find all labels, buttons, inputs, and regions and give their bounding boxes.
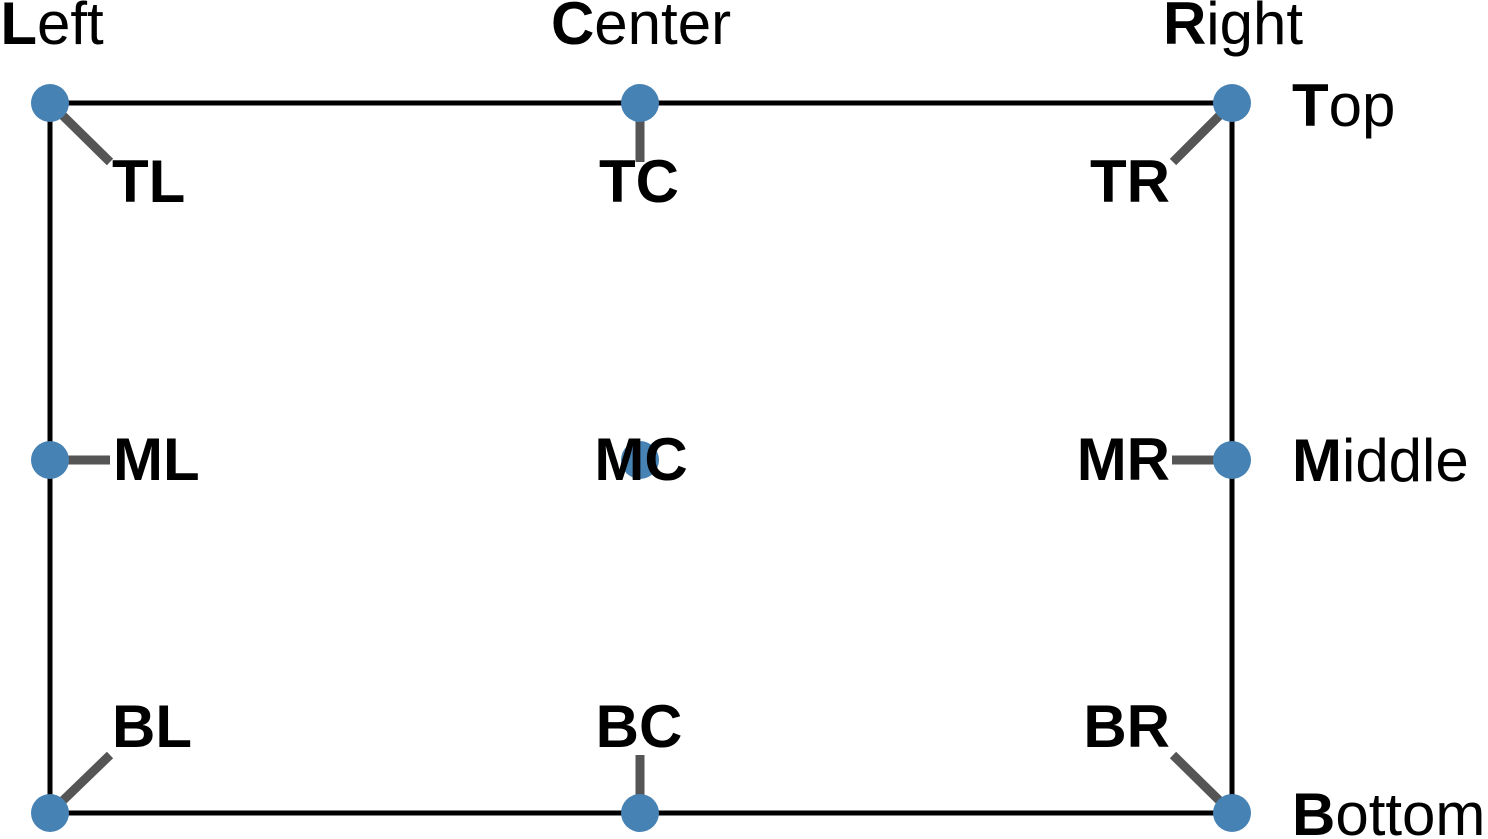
anchor-label-bl: BL <box>112 693 192 760</box>
anchor-dot-br <box>1213 794 1251 832</box>
anchor-label-tc: TC <box>599 148 679 215</box>
row-header-top-rest: op <box>1328 72 1396 139</box>
column-header-center-initial: C <box>550 0 595 57</box>
anchor-dot-tr <box>1213 84 1251 122</box>
anchor-dot-mc <box>621 441 659 479</box>
anchor-label-mc: MC <box>594 426 688 493</box>
column-header-center: Center <box>551 0 731 54</box>
row-header-top: Top <box>1292 76 1395 136</box>
row-header-middle-initial: M <box>1292 427 1342 494</box>
anchor-label-mr: MR <box>1076 426 1170 493</box>
column-header-right: Right <box>1163 0 1303 54</box>
row-header-top-initial: T <box>1292 72 1329 139</box>
anchor-label-br: BR <box>1083 693 1170 760</box>
anchor-dot-bl <box>31 794 69 832</box>
anchor-label-tr: TR <box>1090 148 1170 215</box>
row-header-middle: Middle <box>1292 431 1469 491</box>
column-header-center-rest: enter <box>594 0 732 57</box>
column-header-right-rest: ight <box>1206 0 1304 57</box>
anchor-dot-ml <box>31 441 69 479</box>
anchor-label-tl: TL <box>112 148 186 215</box>
anchor-dot-tl <box>31 84 69 122</box>
anchor-dot-mr <box>1213 441 1251 479</box>
column-header-right-initial: R <box>1162 0 1207 57</box>
column-header-left-rest: eft <box>36 0 104 57</box>
column-header-left-initial: L <box>0 0 37 57</box>
column-header-left: Left <box>0 0 103 54</box>
anchor-dot-bc <box>621 794 659 832</box>
row-header-bottom: Bottom <box>1292 785 1485 839</box>
row-header-bottom-initial: B <box>1292 781 1336 839</box>
anchor-dot-tc <box>621 84 659 122</box>
row-header-bottom-rest: ottom <box>1335 781 1486 839</box>
anchor-label-ml: ML <box>113 426 200 493</box>
row-header-middle-rest: iddle <box>1341 427 1469 494</box>
anchor-label-bc: BC <box>595 693 683 760</box>
